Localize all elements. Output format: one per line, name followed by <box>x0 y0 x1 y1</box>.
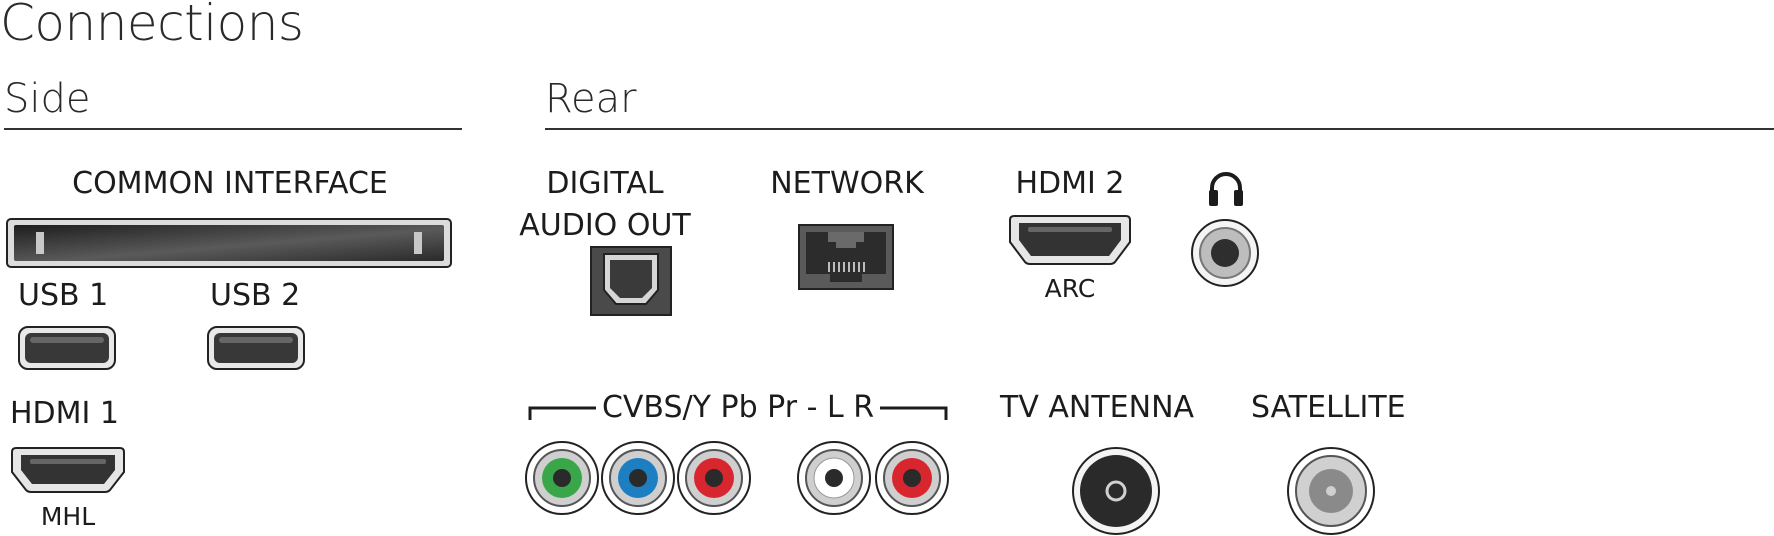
rca-jack-group <box>525 441 949 515</box>
hdmi2-arc-label: ARC <box>1044 274 1096 303</box>
page-title: Connections <box>0 0 304 52</box>
headphone-icon <box>1209 172 1243 206</box>
common-interface-slot <box>6 218 452 268</box>
rca-jack-red <box>677 441 751 515</box>
digital-audio-out-label-line2: AUDIO OUT <box>519 208 691 243</box>
usb1-port <box>18 326 116 370</box>
hdmi1-port <box>11 447 125 493</box>
usb2-port <box>207 326 305 370</box>
satellite-label: SATELLITE <box>1251 390 1406 425</box>
hdmi1-label: HDMI 1 <box>10 396 120 431</box>
digital-audio-out-label-line1: DIGITAL <box>546 166 664 201</box>
hdmi2-port <box>1009 215 1131 265</box>
cvbs-bracket <box>528 406 948 420</box>
tv-antenna-label: TV ANTENNA <box>1000 390 1195 425</box>
hdmi1-mhl-label: MHL <box>40 502 96 531</box>
satellite-port <box>1287 447 1375 535</box>
rca-jack-white-audio-l <box>797 441 871 515</box>
usb1-label: USB 1 <box>18 278 109 313</box>
rca-jack-blue <box>601 441 675 515</box>
rear-divider <box>545 128 1774 130</box>
side-divider <box>4 128 462 130</box>
rear-heading: Rear <box>545 76 637 122</box>
rca-jack-red-audio-r <box>875 441 949 515</box>
usb2-label: USB 2 <box>210 278 301 313</box>
rca-jack-green <box>525 441 599 515</box>
network-port <box>798 224 894 290</box>
headphone-jack <box>1191 219 1259 287</box>
cvbs-label: CVBS/Y Pb Pr - L R <box>601 390 875 425</box>
side-heading: Side <box>4 76 91 122</box>
hdmi2-label: HDMI 2 <box>1015 166 1125 201</box>
network-label: NETWORK <box>770 166 924 201</box>
digital-audio-out-port <box>590 246 672 316</box>
common-interface-label: COMMON INTERFACE <box>72 166 388 201</box>
tv-antenna-port <box>1072 447 1160 535</box>
